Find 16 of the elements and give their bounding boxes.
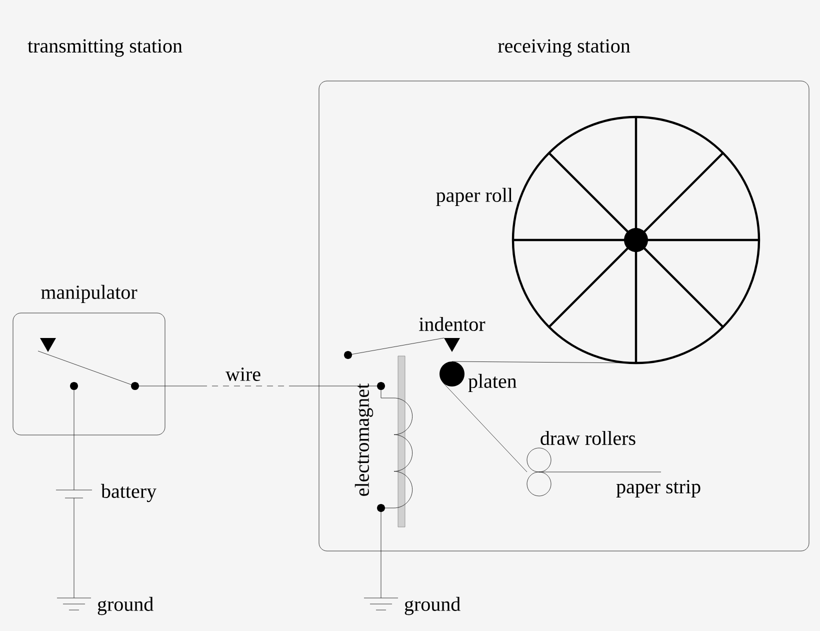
node-label: battery [101,484,156,502]
wire-line [452,361,636,364]
edge-label: wire [223,366,264,383]
node-label: electromagnet [354,383,374,496]
node-label: ground [404,596,460,616]
node-label: platen [468,374,517,392]
edge-label: paper strip [614,478,704,500]
node-label: draw rollers [540,430,636,446]
node-label: ground [98,596,154,616]
node-label: indentor [419,316,486,332]
wire-line [344,338,444,359]
wire-line [442,382,528,472]
node-heading: manipulator [41,284,138,304]
node-heading: receiving station [498,39,630,57]
node-label: paper roll [436,188,513,206]
station-label: transmitting station [28,39,182,57]
